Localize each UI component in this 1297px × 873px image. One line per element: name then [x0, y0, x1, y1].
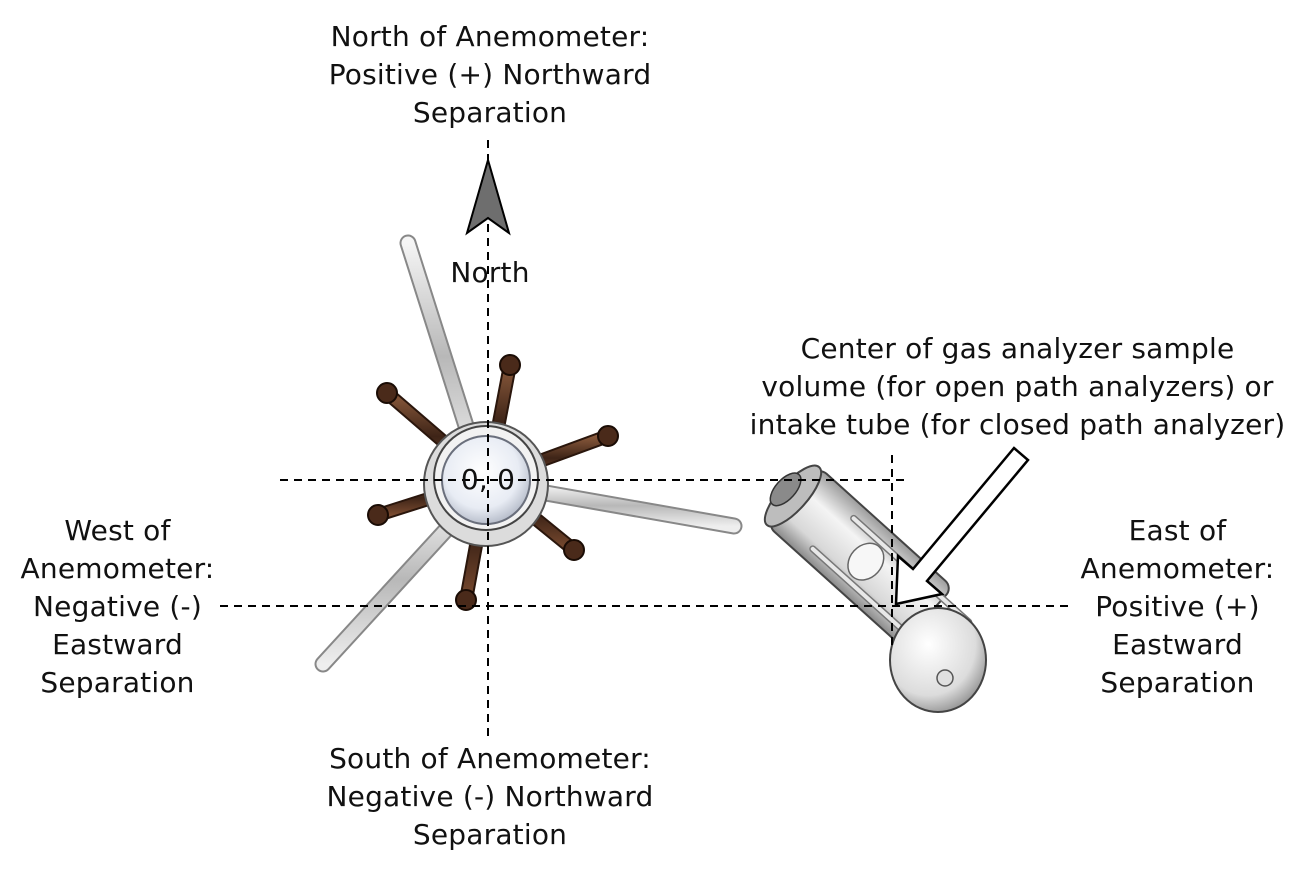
east-label-line: Anemometer: — [1080, 552, 1275, 585]
analyzer-label-line: intake tube (for closed path analyzer) — [749, 408, 1286, 441]
north-separation-label: North of Anemometer: Positive (+) Northw… — [290, 18, 690, 132]
anemometer-illustration — [314, 234, 743, 673]
gas-analyzer-illustration — [763, 464, 987, 713]
north-arrow-label: North — [450, 256, 530, 289]
west-label-line: Anemometer: — [20, 552, 215, 585]
transducer-heads — [367, 354, 619, 611]
north-label-line: Positive (+) Northward — [328, 58, 652, 91]
north-label-line: Separation — [412, 96, 568, 129]
reference-lines — [220, 140, 1072, 738]
callout-arrow-icon — [894, 446, 1030, 606]
west-separation-label: West of Anemometer: Negative (-) Eastwar… — [0, 512, 235, 702]
east-label-line: Positive (+) — [1095, 590, 1260, 623]
east-label-line: Eastward — [1112, 628, 1243, 661]
north-label-line: North of Anemometer: — [330, 20, 650, 53]
south-label-line: Separation — [412, 818, 568, 851]
analyzer-center-label: Center of gas analyzer sample volume (fo… — [745, 330, 1290, 444]
west-label-line: Eastward — [52, 628, 183, 661]
north-arrow-icon — [465, 156, 511, 236]
south-label-line: Negative (-) Northward — [326, 780, 654, 813]
east-label-line: Separation — [1100, 666, 1255, 699]
west-label-line: Separation — [40, 666, 195, 699]
west-label-line: West of — [64, 514, 171, 547]
east-separation-label: East of Anemometer: Positive (+) Eastwar… — [1060, 512, 1295, 702]
south-separation-label: South of Anemometer: Negative (-) Northw… — [290, 740, 690, 854]
west-label-line: Negative (-) — [33, 590, 202, 623]
analyzer-label-line: Center of gas analyzer sample — [800, 332, 1235, 365]
analyzer-label-line: volume (for open path analyzers) or — [761, 370, 1274, 403]
east-label-line: East of — [1128, 514, 1227, 547]
anemometer-hub — [423, 421, 549, 547]
origin-label: 0, 0 — [460, 463, 516, 496]
south-label-line: South of Anemometer: — [329, 742, 651, 775]
